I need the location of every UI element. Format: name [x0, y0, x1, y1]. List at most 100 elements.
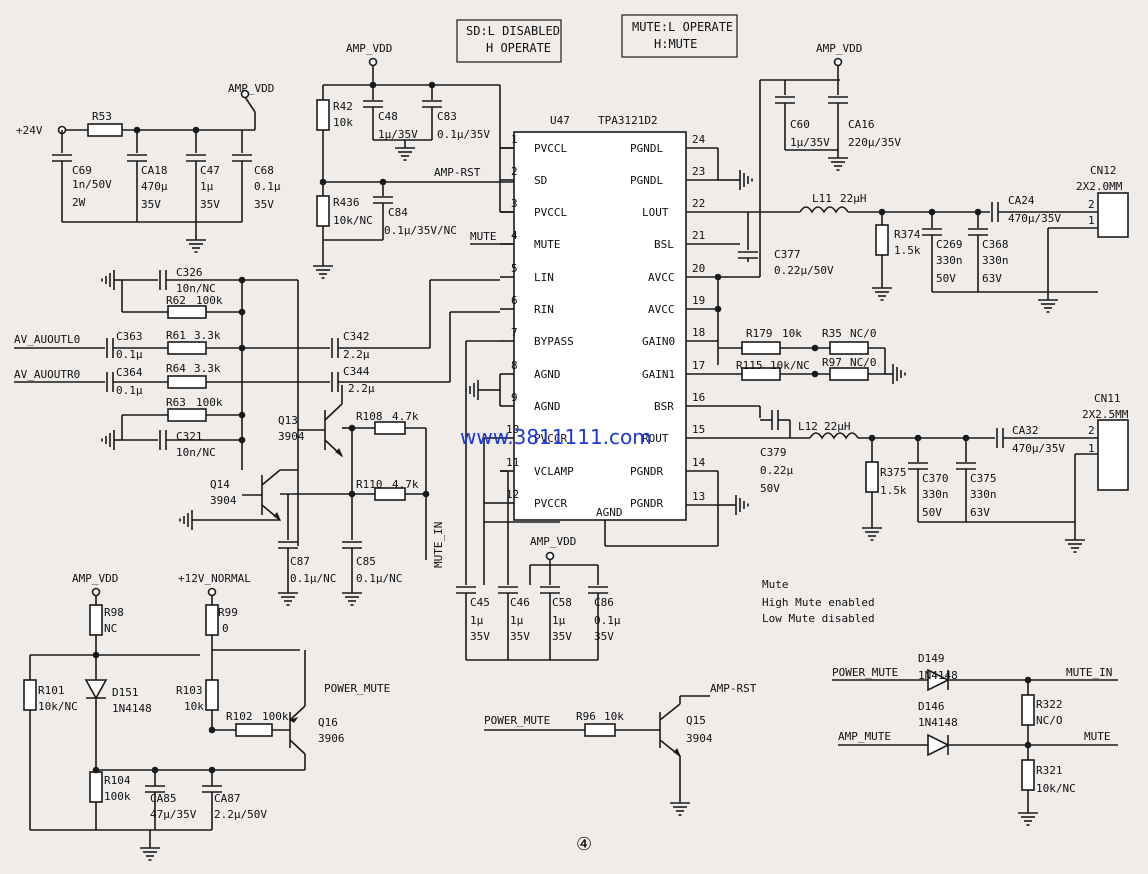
val-c84: 0.1μ/35V/NC — [384, 224, 457, 237]
ref-r97: R97 — [822, 356, 842, 369]
pin-number: 11 — [506, 456, 519, 469]
resistor-r179 — [741, 341, 781, 355]
val-r104: 100k — [104, 790, 131, 803]
pin-name: LIN — [534, 271, 554, 284]
resistor-r62 — [167, 305, 207, 319]
val-r322: NC/O — [1036, 714, 1063, 727]
val-r61: 3.3k — [194, 329, 221, 342]
resistor-r374 — [875, 224, 889, 256]
val2-c68: 35V — [254, 198, 274, 211]
cn11-pin-1: 1 — [1088, 442, 1095, 455]
pin-number: 7 — [511, 326, 518, 339]
resistor-r63 — [167, 408, 207, 422]
mute-table-low: Low Mute disabled — [762, 612, 875, 625]
net-amp-rst-1: AMP-RST — [434, 166, 481, 179]
ref-c68: C68 — [254, 164, 274, 177]
ic-left-pin-numbers: 1 2 3 4 5 6 7 8 9 10 11 12 — [506, 133, 519, 501]
val2-c370: 50V — [922, 506, 942, 519]
ref-r99: R99 — [218, 606, 238, 619]
pin-name: AGND — [534, 368, 561, 381]
pin-number: 20 — [692, 262, 705, 275]
resistor-r322 — [1021, 694, 1035, 726]
ref-c364: C364 — [116, 366, 143, 379]
sd-note-line1: SD:L DISABLED — [466, 24, 560, 38]
net-power-mute-3: POWER_MUTE — [832, 666, 898, 679]
val-r436: 10k/NC — [333, 214, 373, 227]
ic-left-pin-leads — [500, 147, 514, 504]
pin-name: AGND — [534, 400, 561, 413]
resistor-r102 — [235, 723, 273, 737]
resistor-r64 — [167, 375, 207, 389]
net-12v: +12V_NORMAL — [178, 572, 251, 585]
val-r321: 10k/NC — [1036, 782, 1076, 795]
pin-name: PGNDR — [630, 497, 663, 510]
pin-number: 14 — [692, 456, 706, 469]
net-mute-in-vertical: MUTE_IN — [432, 522, 445, 568]
ic-agnd-label: AGND — [596, 506, 623, 519]
pin-name: PVCCL — [534, 142, 567, 155]
ref-r102: R102 — [226, 710, 253, 723]
pin-name: ROUT — [642, 432, 669, 445]
val2-c86: 35V — [594, 630, 614, 643]
val2-ca18: 35V — [141, 198, 161, 211]
ref-r61: R61 — [166, 329, 186, 342]
pin-name: PVCCL — [534, 206, 567, 219]
val2-c45: 35V — [470, 630, 490, 643]
pin-name: VCLAMP — [534, 465, 574, 478]
resistor-r61 — [167, 341, 207, 355]
val-c379: 0.22μ — [760, 464, 793, 477]
ref-l12: L12 — [798, 420, 818, 433]
pin-name: PVCCR — [534, 497, 567, 510]
watermark: www.3811111.com — [460, 425, 652, 449]
resistor-r97 — [829, 367, 869, 381]
val-c364: 0.1μ — [116, 384, 143, 397]
val-d146: 1N4148 — [918, 716, 958, 729]
resistor-r53 — [87, 123, 123, 137]
ref-ca18: CA18 — [141, 164, 168, 177]
mute-note-line2: H:MUTE — [654, 37, 697, 51]
pin-name: MUTE — [534, 238, 561, 251]
ref-d149: D149 — [918, 652, 945, 665]
val2-c368: 63V — [982, 272, 1002, 285]
ref-q15: Q15 — [686, 714, 706, 727]
net-24v: +24V — [16, 124, 43, 137]
val-r42: 10k — [333, 116, 353, 129]
val2-c375: 63V — [970, 506, 990, 519]
val-r179: 10k — [782, 327, 802, 340]
net-amp-mute: AMP_MUTE — [838, 730, 891, 743]
mute-table-title: Mute — [762, 578, 789, 591]
pin-name: AVCC — [648, 303, 675, 316]
net-mute-in: MUTE_IN — [1066, 666, 1112, 679]
val2-c269: 50V — [936, 272, 956, 285]
pin-number: 10 — [506, 423, 519, 436]
resistor-r101 — [23, 679, 37, 711]
page-number-mark: ④ — [576, 834, 592, 855]
ref-c363: C363 — [116, 330, 143, 343]
ic-part: TPA3121D2 — [598, 114, 658, 127]
ref-r103: R103 — [176, 684, 203, 697]
val-c344: 2.2μ — [348, 382, 375, 395]
val-c48: 1μ/35V — [378, 128, 418, 141]
ref-cn11: CN11 — [1094, 392, 1121, 405]
net-amp-rst-2: AMP-RST — [710, 682, 757, 695]
pin-number: 17 — [692, 359, 705, 372]
val2-c46: 35V — [510, 630, 530, 643]
net-amp-vdd-1: AMP_VDD — [346, 42, 392, 55]
val2-c379: 50V — [760, 482, 780, 495]
pin-number: 5 — [511, 262, 518, 275]
val-r103: 10k — [184, 700, 204, 713]
ref-cn12: CN12 — [1090, 164, 1117, 177]
ref-r375: R375 — [880, 466, 907, 479]
val-c86: 0.1μ — [594, 614, 621, 627]
pin-name: GAIN0 — [642, 335, 675, 348]
ref-c69: C69 — [72, 164, 92, 177]
val-c60: 1μ/35V — [790, 136, 830, 149]
pin-name: BSR — [654, 400, 674, 413]
pin-number: 22 — [692, 197, 705, 210]
net-av-r: AV_AUOUTR0 — [14, 368, 80, 381]
net-av-l: AV_AUOUTL0 — [14, 333, 80, 346]
pin-name: GAIN1 — [642, 368, 675, 381]
pin-number: 24 — [692, 133, 706, 146]
resistor-r375 — [865, 461, 879, 493]
